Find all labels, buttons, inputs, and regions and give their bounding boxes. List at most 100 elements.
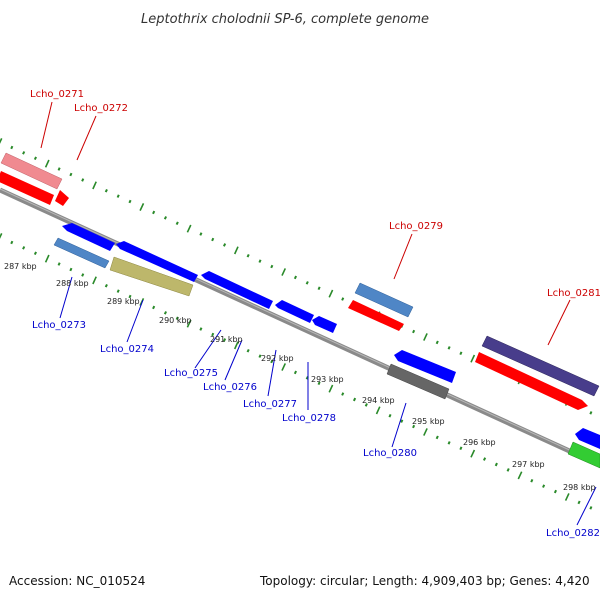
gene-Lcho_0273[interactable] [53,223,115,269]
upper-tick-track [0,138,593,415]
gene-label-Lcho_0274[interactable]: Lcho_0274 [100,344,154,355]
upper-track-tick [81,178,85,182]
lower-track-tick [412,424,416,429]
gene-Lcho_0281[interactable] [475,335,600,410]
gene-label-Lcho_0278[interactable]: Lcho_0278 [282,413,336,424]
gene-label-Lcho_0273[interactable]: Lcho_0273 [32,320,86,331]
cds-bar-Lcho_0271 [0,171,54,205]
lower-track-tick [423,428,428,436]
upper-track-tick [233,246,239,255]
lower-track-tick [211,332,215,337]
lower-track-tick [22,246,26,250]
feature-bar-Lcho_0274 [109,256,194,297]
leader-Lcho_0272 [76,115,97,161]
lower-track-tick [530,478,534,483]
gene-Lcho_0274[interactable] [109,241,198,297]
lower-track-tick [152,305,156,310]
upper-track-tick [246,253,250,258]
upper-track-tick [22,151,26,155]
cds-bar-Lcho_0277 [312,316,337,333]
lower-track-tick [293,370,298,375]
scale-label-298: 298 kbp [563,483,596,492]
lower-track-tick [222,338,227,342]
upper-track-tick [139,203,145,211]
gene-label-Lcho_0271[interactable]: Lcho_0271 [30,89,84,100]
upper-track-tick [92,181,97,190]
upper-track-tick [44,159,50,168]
lower-track-tick [57,262,61,266]
cds-bar-Lcho_0276 [275,300,314,323]
leader-Lcho_0279 [393,233,413,280]
backbone-line [0,187,600,468]
scale-label-291: 291 kbp [210,335,243,344]
upper-track-tick [57,167,61,171]
lower-track-tick [10,240,14,245]
lower-track-tick [233,341,239,350]
lower-track-tick [328,384,334,393]
gene-label-Lcho_0276[interactable]: Lcho_0276 [203,382,257,393]
scale-label-292: 292 kbp [261,354,294,363]
lower-track-tick [270,359,274,364]
upper-track-tick [211,237,215,242]
upper-track-tick [258,259,262,263]
gene-Lcho_0276[interactable] [275,300,314,323]
cds-bar-Lcho_0273 [62,223,115,251]
leader-Lcho_0281 [547,299,571,346]
leader-Lcho_0280 [391,402,407,448]
feature-bar-Lcho_0279 [354,282,414,318]
lower-track-tick [33,251,38,256]
leader-Lcho_0275 [194,329,222,369]
gene-label-Lcho_0281[interactable]: Lcho_0281 [547,288,600,299]
scale-label-294: 294 kbp [362,396,395,405]
lower-track-tick [364,403,368,407]
feature-bar-Lcho_0281 [481,335,600,397]
gene-label-Lcho_0282[interactable]: Lcho_0282 [546,528,600,539]
cds-bar-Lcho_0282 [575,428,600,449]
leader-Lcho_0274 [126,299,144,343]
cds-bar-Lcho_0275 [201,271,273,309]
upper-track-tick [186,224,192,233]
lower-track-tick [92,276,97,285]
scale-label-288: 288 kbp [56,279,89,288]
lower-track-tick [470,449,476,458]
upper-track-tick [423,333,428,341]
lower-track-tick [435,435,439,440]
feature-bar-Lcho_0280 [386,363,450,400]
lower-track-tick [388,413,392,418]
gene-label-Lcho_0277[interactable]: Lcho_0277 [243,399,297,410]
gene-Lcho_0280[interactable] [386,350,456,400]
gene-Lcho_0279[interactable] [348,282,414,331]
gene-label-Lcho_0279[interactable]: Lcho_0279 [389,221,443,232]
cds-bar-Lcho_0274 [116,241,198,282]
gene-Lcho_0275[interactable] [201,271,273,309]
upper-track-tick [163,216,168,220]
upper-track-tick [116,194,120,198]
gene-label-Lcho_0280[interactable]: Lcho_0280 [363,448,417,459]
gene-label-Lcho_0272[interactable]: Lcho_0272 [74,103,128,114]
leader-lines [40,101,597,526]
gene-Lcho_0277[interactable] [312,316,337,333]
upper-track-tick [328,289,334,298]
upper-track-tick [470,354,476,363]
gene-label-Lcho_0275[interactable]: Lcho_0275 [164,368,218,379]
feature-bar-Lcho_0273 [53,237,110,269]
upper-track-tick [293,275,298,280]
scale-label-290: 290 kbp [159,316,192,325]
gene-Lcho_0272[interactable] [55,190,69,206]
lower-track-tick [352,397,357,402]
map-title: Leptothrix cholodnii SP-6, complete geno… [141,12,429,27]
lower-track-tick [553,489,558,494]
upper-track-tick [128,199,132,204]
lower-track-tick [44,254,50,263]
gene-Lcho_0282[interactable] [567,428,600,469]
leader-Lcho_0277 [267,349,277,397]
cds-bar-Lcho_0272 [55,190,69,206]
lower-track-tick [494,462,498,467]
gene-Lcho_0271[interactable] [0,152,63,205]
lower-track-tick [246,348,250,353]
upper-track-tick [412,329,416,334]
lower-track-tick [104,283,108,288]
backbone-highlight [0,188,600,465]
upper-track-tick [459,351,463,356]
